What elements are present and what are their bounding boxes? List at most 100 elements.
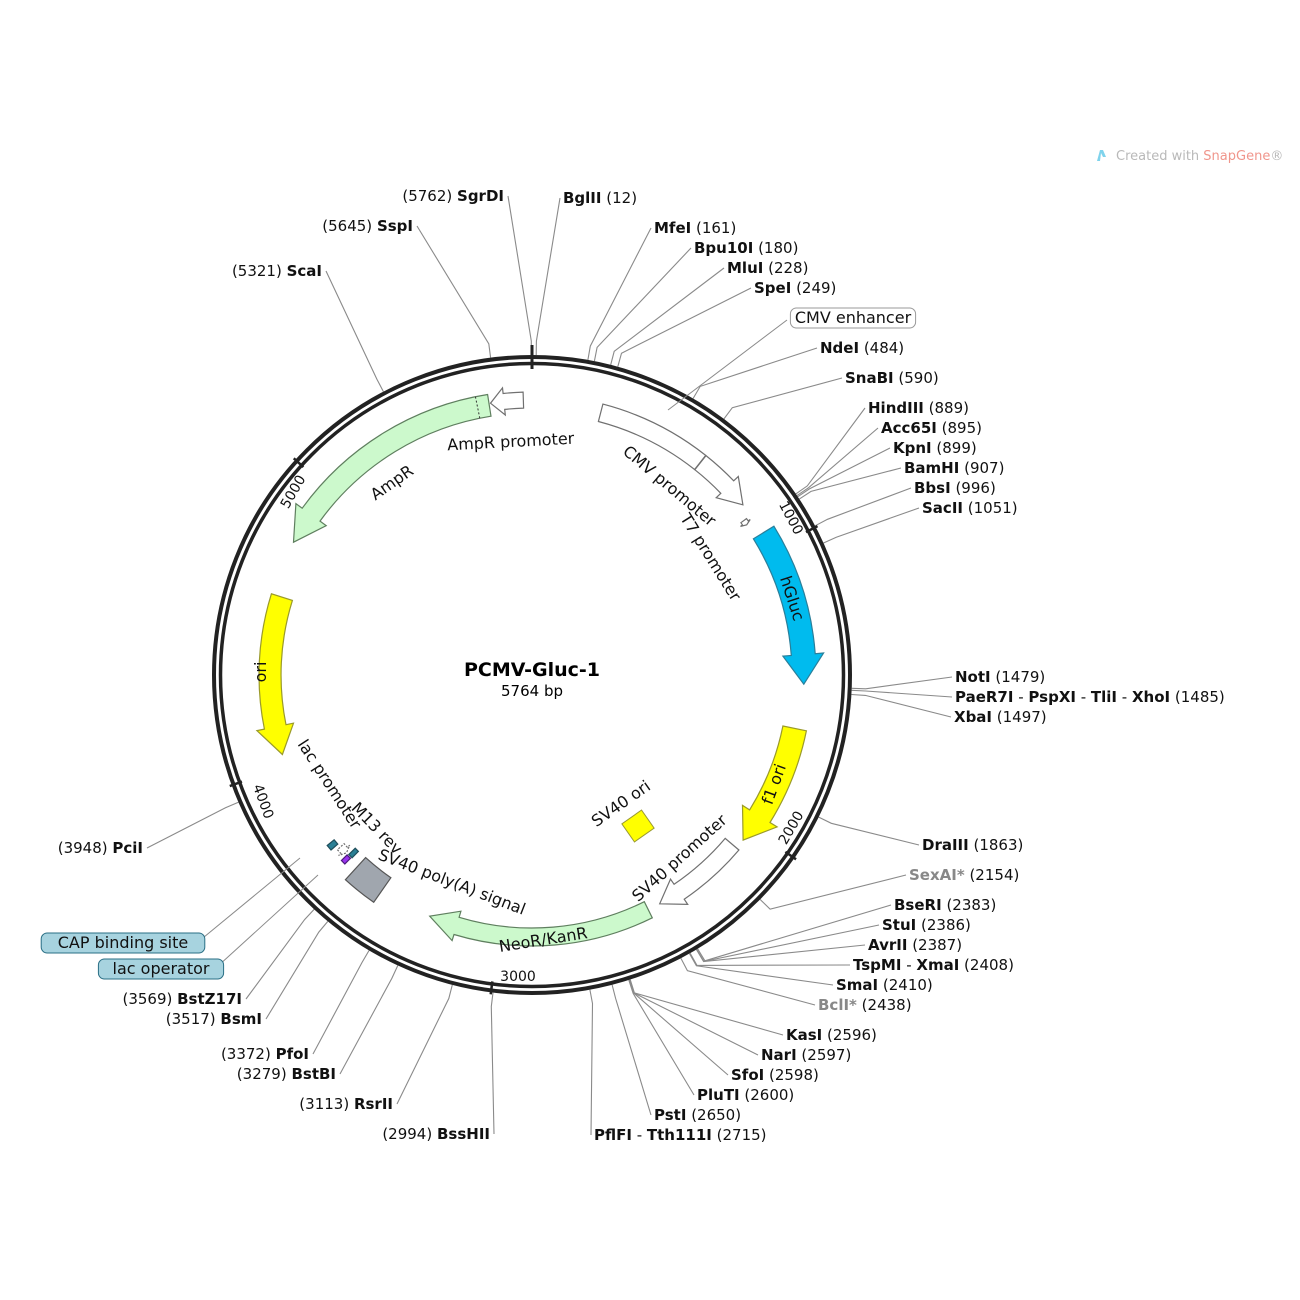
- site-position: (3279): [237, 1065, 292, 1083]
- site-label-mfei[interactable]: MfeI (161): [654, 219, 736, 237]
- site-label-hindiii[interactable]: HindIII (889): [868, 399, 969, 417]
- site-name: SpeI: [754, 279, 791, 297]
- feature-label-ampr-promoter[interactable]: AmpR promoter: [447, 429, 575, 455]
- site-label-acc65i[interactable]: Acc65I (895): [881, 419, 982, 437]
- site-label-pluti[interactable]: PluTI (2600): [697, 1086, 794, 1104]
- feature-label-cmv-enhancer[interactable]: CMV enhancer: [795, 308, 912, 327]
- site-line-hindiii: [795, 407, 866, 495]
- feature-label-cap-binding-site[interactable]: CAP binding site: [58, 933, 188, 952]
- site-label-smai[interactable]: SmaI (2410): [836, 976, 933, 994]
- site-label-bcli[interactable]: BclI* (2438): [818, 996, 912, 1014]
- feature-label-sv40-poly-a-signal[interactable]: SV40 poly(A) signal: [376, 845, 529, 919]
- feature-sv40-promoter[interactable]: [658, 837, 740, 906]
- site-label-sfoi[interactable]: SfoI (2598): [731, 1066, 819, 1084]
- feature-lac-operator[interactable]: [340, 854, 352, 865]
- site-label-bstz17i[interactable]: (3569) BstZ17I: [122, 990, 242, 1008]
- site-label-sspi[interactable]: (5645) SspI: [322, 217, 413, 235]
- site-label-sexai[interactable]: SexAI* (2154): [909, 866, 1019, 884]
- site-label-stui[interactable]: StuI (2386): [882, 916, 971, 934]
- site-line-ndei: [692, 347, 818, 399]
- site-separator: -: [1117, 688, 1132, 706]
- site-label-sacii[interactable]: SacII (1051): [922, 499, 1018, 517]
- feature-m13-rev[interactable]: [347, 847, 360, 859]
- tick-4000: [229, 780, 243, 788]
- site-position: (5762): [402, 187, 457, 205]
- site-label-tspmi-xmai[interactable]: TspMI - XmaI (2408): [853, 956, 1014, 974]
- site-position: (2597): [797, 1046, 852, 1064]
- feature-f1-ori[interactable]: [741, 725, 808, 841]
- site-name: PciI: [112, 839, 143, 857]
- site-line-acc65i: [796, 427, 879, 497]
- site-label-spei[interactable]: SpeI (249): [754, 279, 836, 297]
- site-label-rsrii[interactable]: (3113) RsrII: [299, 1095, 393, 1113]
- site-name: BstZ17I: [177, 990, 242, 1008]
- site-label-xbai[interactable]: XbaI (1497): [954, 708, 1047, 726]
- site-label-draiii[interactable]: DraIII (1863): [922, 836, 1023, 854]
- site-position: (228): [763, 259, 808, 277]
- feature-label-ori[interactable]: ori: [251, 662, 270, 683]
- site-label-bpu10i[interactable]: Bpu10I (180): [694, 239, 798, 257]
- site-label-scai[interactable]: (5321) ScaI: [232, 262, 322, 280]
- site-name: NarI: [761, 1046, 797, 1064]
- site-label-bbsi[interactable]: BbsI (996): [914, 479, 996, 497]
- site-position: (12): [601, 189, 637, 207]
- site-label-paer7i-pspxi-tlii-xhoi[interactable]: PaeR7I - PspXI - TliI - XhoI (1485): [955, 688, 1225, 706]
- site-label-noti[interactable]: NotI (1479): [955, 668, 1045, 686]
- site-label-bsshii[interactable]: (2994) BssHII: [382, 1125, 490, 1143]
- site-label-kpni[interactable]: KpnI (899): [893, 439, 977, 457]
- site-separator: -: [632, 1126, 647, 1144]
- site-label-avrii[interactable]: AvrII (2387): [868, 936, 962, 954]
- feature-neor-kanr[interactable]: [428, 900, 654, 947]
- feature-sv40-ori[interactable]: [621, 809, 655, 843]
- site-name: MluI: [727, 259, 763, 277]
- feature-ampr[interactable]: [292, 393, 492, 544]
- feature-cmv-promoter[interactable]: [693, 454, 744, 506]
- feature-ori[interactable]: [255, 593, 295, 756]
- site-line-bsshii: [490, 992, 495, 1135]
- feature-label-ampr[interactable]: AmpR: [367, 461, 417, 504]
- site-name: DraIII: [922, 836, 969, 854]
- site-position: (3517): [166, 1010, 221, 1028]
- site-line-pfoi: [312, 950, 370, 1055]
- site-position: (2438): [857, 996, 912, 1014]
- site-label-bamhi[interactable]: BamHI (907): [904, 459, 1004, 477]
- site-label-bsmi[interactable]: (3517) BsmI: [166, 1010, 262, 1028]
- site-position: (1497): [992, 708, 1047, 726]
- site-label-bseri[interactable]: BseRI (2383): [894, 896, 996, 914]
- site-label-pfoi[interactable]: (3372) PfoI: [221, 1045, 309, 1063]
- site-label-bstbi[interactable]: (3279) BstBI: [237, 1065, 336, 1083]
- site-label-pcii[interactable]: (3948) PciI: [58, 839, 143, 857]
- feature-ampr-promoter[interactable]: [489, 386, 525, 417]
- site-label-kasi[interactable]: KasI (2596): [786, 1026, 877, 1044]
- site-position: (2596): [822, 1026, 877, 1044]
- site-position: (5645): [322, 217, 377, 235]
- tick-1000: [805, 524, 819, 534]
- feature-label-lac-promoter[interactable]: lac promoter: [294, 736, 366, 833]
- site-name: StuI: [882, 916, 916, 934]
- site-label-sgrdi[interactable]: (5762) SgrDI: [402, 187, 504, 205]
- site-line-bbsi: [814, 487, 912, 527]
- site-position: (3569): [122, 990, 177, 1008]
- site-label-ndei[interactable]: NdeI (484): [820, 339, 904, 357]
- feature-hgluc[interactable]: [752, 525, 825, 686]
- site-name: BssHII: [437, 1125, 490, 1143]
- site-position: (899): [932, 439, 977, 457]
- site-label-bglii[interactable]: BglII (12): [563, 189, 637, 207]
- site-label-psti[interactable]: PstI (2650): [654, 1106, 741, 1124]
- site-label-nari[interactable]: NarI (2597): [761, 1046, 851, 1064]
- site-line-sfoi: [628, 979, 729, 1076]
- feature-label-lac-operator[interactable]: lac operator: [113, 959, 210, 978]
- feature-sv40-poly-a-signal[interactable]: [344, 856, 392, 904]
- feature-label-box-lac-operator: [97, 958, 225, 980]
- feature-lac-promoter[interactable]: [336, 842, 351, 857]
- site-label-snabi[interactable]: SnaBI (590): [845, 369, 939, 387]
- site-label-mlui[interactable]: MluI (228): [727, 259, 808, 277]
- site-name: PaeR7I: [955, 688, 1013, 706]
- site-line-bcli: [680, 957, 816, 1006]
- site-name: TliI: [1091, 688, 1117, 706]
- feature-t7-promoter[interactable]: [740, 517, 751, 527]
- site-label-pflfi-tth111i[interactable]: PflFI - Tth111I (2715): [594, 1126, 767, 1144]
- feature-cap-binding-site[interactable]: [326, 838, 339, 851]
